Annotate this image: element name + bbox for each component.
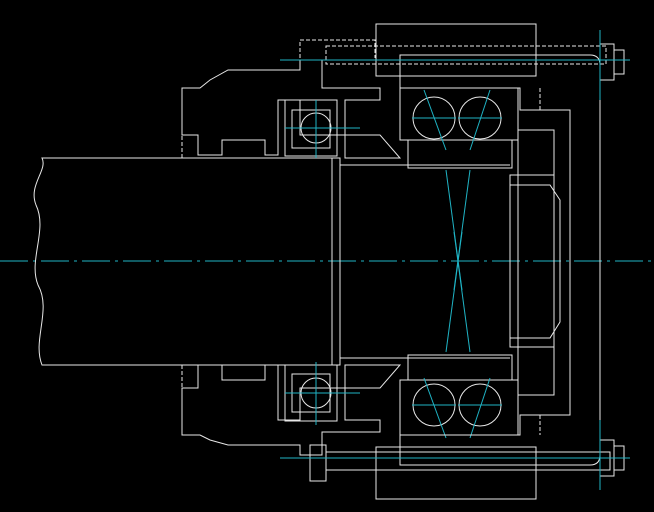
bolt-lower xyxy=(280,439,630,482)
bolt-upper xyxy=(280,43,630,81)
bearing-pair-upper xyxy=(399,87,519,169)
spacer-sleeve xyxy=(344,134,402,389)
small-bearing-lower xyxy=(284,362,360,425)
contact-angle-lines xyxy=(445,169,471,353)
housing-lower xyxy=(181,364,381,456)
housing-upper xyxy=(181,39,381,160)
small-bearing-upper xyxy=(284,99,360,158)
outer-housing xyxy=(375,23,601,500)
shaft xyxy=(33,157,510,366)
bearing-pair-lower xyxy=(399,354,519,439)
